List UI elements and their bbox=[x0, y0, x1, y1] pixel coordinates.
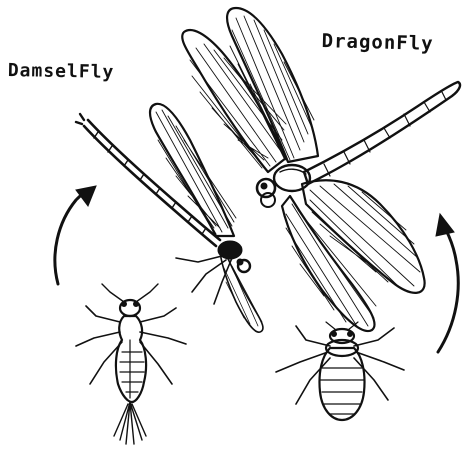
damselfly-adult bbox=[76, 104, 263, 332]
damselfly-nymph bbox=[76, 284, 186, 444]
arrow-damselfly-cycle bbox=[55, 186, 96, 284]
dragonfly-label: DragonFly bbox=[321, 30, 433, 55]
damselfly-wings bbox=[150, 104, 263, 332]
dragonfly-hindwing-right bbox=[302, 180, 425, 293]
dragonfly-adult bbox=[182, 8, 460, 331]
arrow-dragonfly-cycle bbox=[436, 214, 458, 352]
damselfly-abdomen bbox=[76, 114, 220, 246]
dragonfly-abdomen bbox=[304, 82, 460, 184]
damselfly-label: DamselFly bbox=[8, 60, 115, 83]
dragonfly-nymph bbox=[276, 322, 404, 420]
damselfly-thorax-head bbox=[176, 241, 250, 304]
dragonfly-hindwing-left bbox=[282, 196, 376, 331]
